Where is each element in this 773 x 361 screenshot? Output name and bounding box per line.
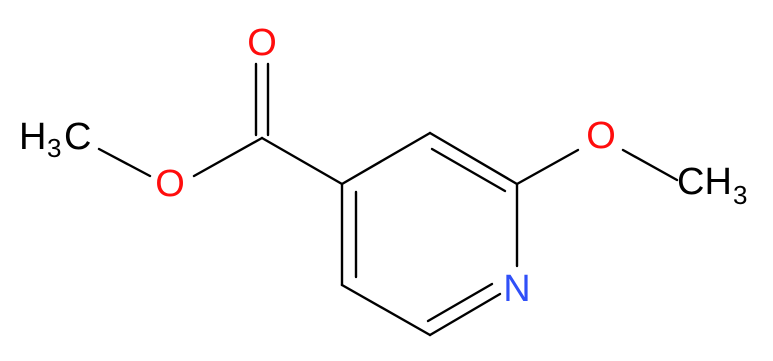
bond-c-ester-o (192, 136, 264, 178)
left-methyl-subscript: 3 (47, 133, 61, 163)
bond-n-c6-b (426, 282, 494, 323)
ring-nitrogen-label: N (503, 268, 530, 310)
left-methyl-c-label: C (64, 116, 91, 158)
atom-labels: O O O N H 3 C CH 3 (19, 22, 747, 310)
ether-oxygen-label: O (586, 115, 616, 157)
right-methyl-subscript: 3 (733, 180, 747, 210)
bonds (97, 62, 679, 337)
carbonyl-oxygen-label: O (247, 22, 277, 64)
bond-c4-c3 (340, 131, 432, 186)
right-methyl-ch-label: CH (677, 161, 732, 203)
bond-c2-ether-o (515, 148, 580, 186)
bond-c6-c5 (340, 283, 432, 337)
bond-ester-o-methyl (97, 147, 152, 178)
ester-oxygen-label: O (155, 163, 185, 205)
bond-ether-o-methyl (621, 148, 679, 182)
bond-c3-c2-b (430, 147, 507, 193)
bond-c3-c2-a (428, 131, 519, 186)
left-methyl-h-label: H (19, 116, 46, 158)
bond-n-c6-a (428, 292, 502, 337)
bond-c-ring (260, 136, 344, 186)
